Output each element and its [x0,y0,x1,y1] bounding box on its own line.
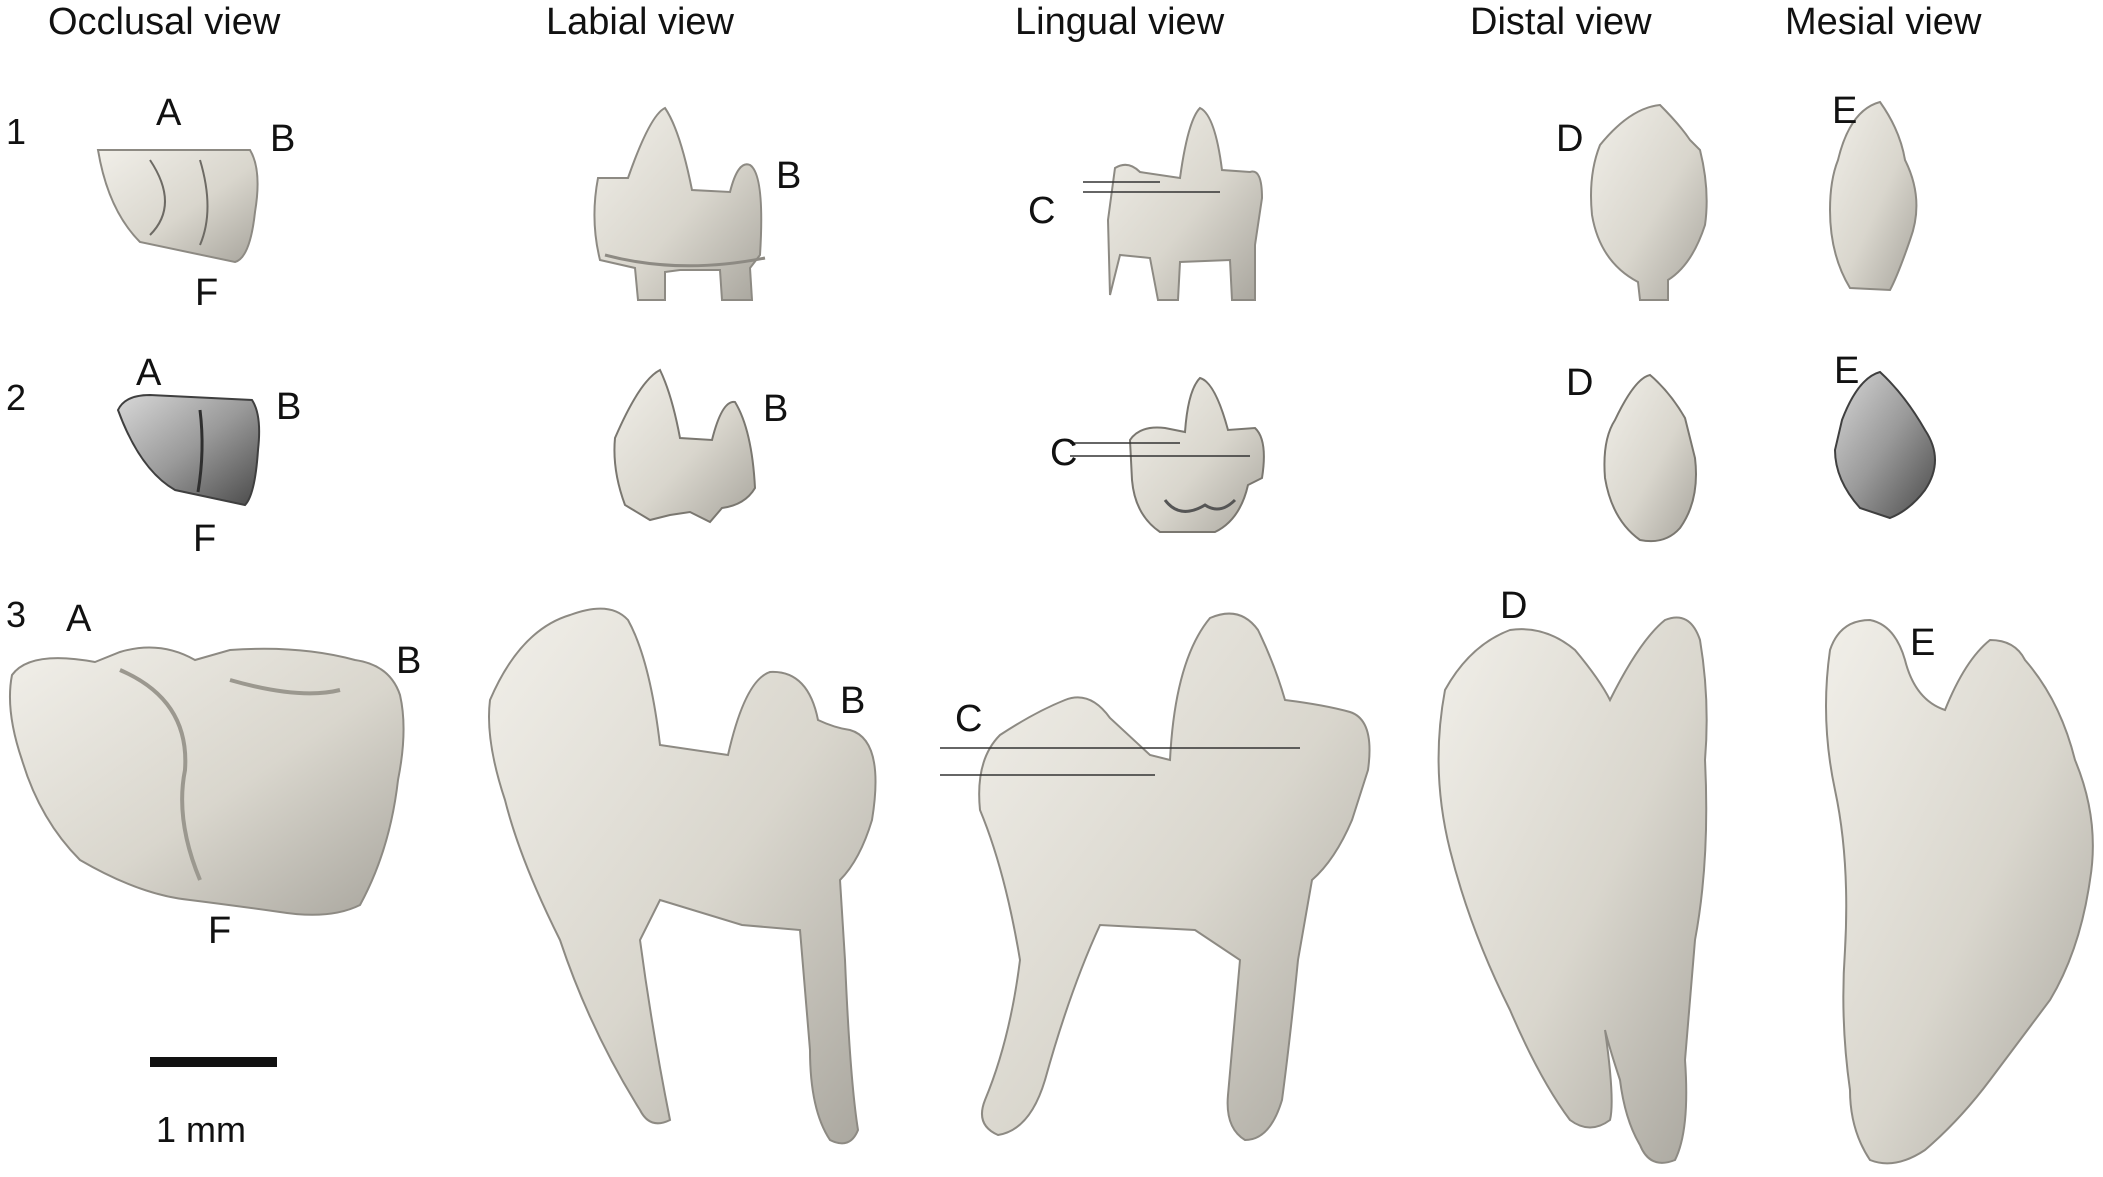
row-label-2: 2 [6,377,27,418]
row3-label-c: C [955,698,983,740]
row2-lingual-tooth [1128,376,1265,533]
row3-labial-tooth [488,607,877,1145]
title-mesial-view: Mesial view [1785,1,1982,43]
row3-occlusal-tooth [8,646,405,916]
row2-mesial-tooth [1833,370,1936,520]
row-label-3: 3 [6,594,27,635]
row2-label-e: E [1834,350,1860,392]
scale-bar-label: 1 mm [156,1109,246,1150]
row2-label-a: A [136,352,162,394]
row3-label-b-labial: B [840,680,866,722]
row1-lingual-tooth [1106,106,1264,301]
row2-label-b-labial: B [763,388,789,430]
row3-distal-tooth [1437,616,1708,1164]
row3-label-f: F [208,910,232,952]
title-occlusal-view: Occlusal view [48,1,281,43]
scale-bar [150,1057,277,1067]
row3-lingual-tooth [978,612,1371,1142]
row2-label-b-occlusal: B [276,386,302,428]
row-label-1: 1 [6,111,27,152]
row2-label-c: C [1050,432,1078,474]
row1-label-c: C [1028,190,1056,232]
row3-label-d: D [1500,585,1528,627]
row1-occlusal-tooth [96,149,259,264]
row3-label-b-occlusal: B [396,640,422,682]
title-lingual-view: Lingual view [1015,1,1225,43]
row3-label-e: E [1910,622,1936,664]
row1-label-b-labial: B [776,155,802,197]
row1-label-f: F [195,272,219,314]
title-labial-view: Labial view [546,1,734,43]
row2-distal-tooth [1603,373,1697,543]
row2-label-f: F [193,518,217,560]
row1-label-a: A [156,92,182,134]
row1-mesial-tooth [1828,100,1918,292]
row3-label-a: A [66,598,92,640]
row1-labial-tooth [593,106,766,301]
row2-occlusal-tooth [116,393,261,507]
row2-labial-tooth [613,368,757,524]
row1-distal-tooth [1590,103,1708,301]
row1-label-d: D [1556,118,1584,160]
title-distal-view: Distal view [1470,1,1652,43]
lingual-level-lines [940,181,1300,776]
row2-label-d: D [1566,362,1594,404]
row3-mesial-tooth [1825,618,2094,1165]
row1-label-e: E [1832,90,1858,132]
row1-label-b-occlusal: B [270,118,296,160]
